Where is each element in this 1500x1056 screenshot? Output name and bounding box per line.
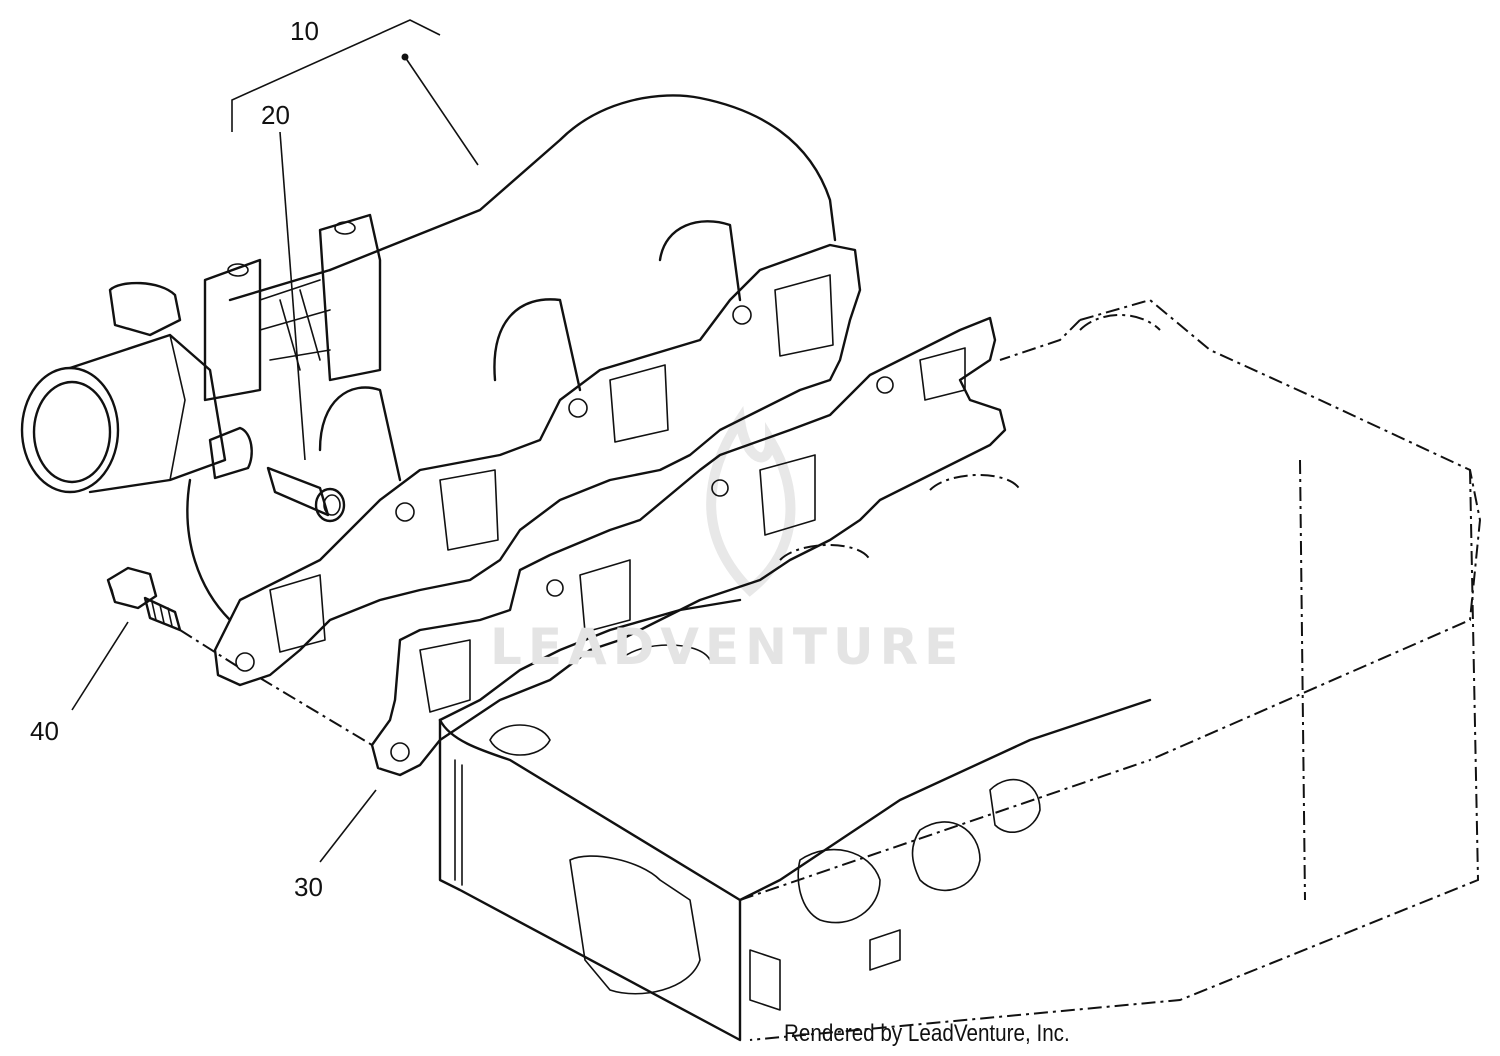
leader-lines	[71, 19, 479, 863]
cylinder-head	[438, 298, 1482, 1042]
manifold-gasket	[370, 316, 1007, 777]
watermark-flame-icon	[706, 406, 796, 597]
callout-40: 40	[30, 716, 59, 746]
callout-20: 20	[261, 100, 290, 130]
bolt	[106, 566, 182, 632]
exhaust-manifold	[20, 94, 862, 687]
watermark-text: LEADVENTURE	[490, 618, 965, 676]
stud	[266, 466, 346, 523]
callout-30: 30	[294, 872, 323, 902]
callout-10: 10	[290, 16, 319, 46]
render-credit: Rendered by LeadVenture, Inc.	[784, 1020, 1070, 1047]
